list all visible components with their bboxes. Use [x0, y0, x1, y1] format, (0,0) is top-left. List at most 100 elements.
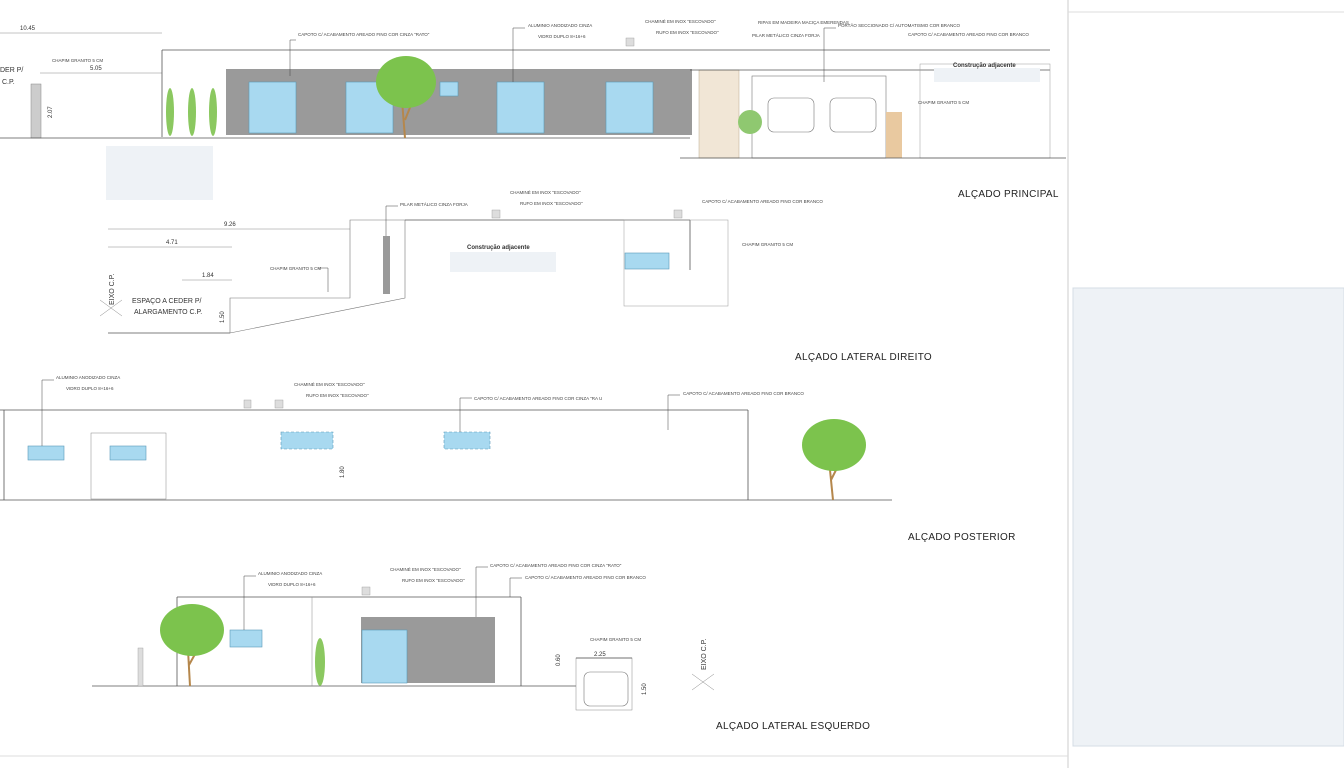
chamine-label: CHAMINÉ EM INOX "ESCOVADO" — [510, 189, 581, 195]
wall-post — [137, 647, 144, 687]
chimney-icon — [361, 586, 371, 596]
blank-panel — [106, 146, 213, 200]
rufo-label: RUFO EM INOX "ESCOVADO" — [656, 30, 719, 35]
side-wall — [229, 219, 406, 334]
chimney-icon — [243, 399, 252, 409]
ripas-label: RIPAS EM MADEIRA MACIÇA EMERENDAS — [758, 20, 849, 25]
dimension-height: 1.50 — [642, 683, 648, 695]
plant — [738, 110, 762, 134]
chamine-label: CHAMINÉ EM INOX "ESCOVADO" — [294, 381, 365, 387]
window — [624, 252, 670, 270]
window — [109, 445, 147, 461]
window — [248, 81, 297, 134]
leader-line — [318, 267, 329, 292]
pilar-label: PILAR METÁLICO CINZA FORJA — [752, 32, 820, 38]
capoto-branco-label: CAPOTO C/ ACABAMENTO AREADO FINO COR BRA… — [702, 199, 823, 204]
aluminio-label: ALUMINIO ANODIZADO CINZA — [258, 571, 322, 576]
chamine-label: CHAMINÉ EM INOX "ESCOVADO" — [645, 18, 716, 24]
leader-line — [667, 394, 680, 430]
dimension-b: 1.84 — [202, 273, 214, 279]
chapim-right-label: CHAPIM GRANITO 5 CM — [742, 242, 793, 247]
section-title-lateral-esquerdo: ALÇADO LATERAL ESQUERDO — [716, 721, 870, 732]
leader-line — [243, 575, 256, 630]
window-louvred — [443, 431, 491, 450]
dimension-partial: 5.05 — [90, 66, 102, 72]
ceder-label-2: C.P. — [2, 79, 15, 86]
chimney-icon — [491, 209, 501, 219]
ceder-label-1: ESPAÇO A CEDER P/ — [132, 298, 202, 305]
section-title-lateral-direito: ALÇADO LATERAL DIREITO — [795, 352, 932, 363]
capoto-branco-label: CAPOTO C/ ACABAMENTO AREADO FINO COR BRA… — [908, 32, 1029, 37]
chapim-right-label: CHAPIM GRANITO 5 CM — [918, 100, 969, 105]
firewood-stack — [886, 112, 902, 158]
aluminio-label: ALUMINIO ANODIZADO CINZA — [528, 23, 592, 28]
window — [229, 629, 263, 648]
annex-volume — [90, 432, 167, 500]
dimension-width: 2.25 — [594, 652, 606, 658]
chimney-icon — [673, 209, 683, 219]
axis-mark — [691, 673, 715, 691]
capoto-branco-label: CAPOTO C/ ACABAMENTO AREADO FINO COR BRA… — [525, 575, 646, 580]
rufo-label: RUFO EM INOX "ESCOVADO" — [306, 393, 369, 398]
car — [767, 97, 815, 133]
dimension-total: 10.45 — [20, 26, 36, 32]
dimension-total: 9.26 — [224, 222, 236, 228]
cypress-tree — [209, 88, 217, 136]
dimension-a: 4.71 — [166, 240, 178, 246]
car — [829, 97, 877, 133]
leader-line — [459, 397, 472, 432]
chapim-left-label: CHAPIM GRANITO 5 CM — [270, 266, 321, 271]
cypress-tree — [188, 88, 196, 136]
chimney-icon — [274, 399, 284, 409]
cypress-tree — [315, 638, 325, 686]
aluminio-label: ALUMINIO ANODIZADO CINZA — [56, 375, 120, 380]
blank-label-box — [934, 68, 1040, 82]
leader-line — [41, 379, 54, 446]
section-title-posterior: ALÇADO POSTERIOR — [908, 532, 1016, 543]
metal-pillar — [383, 236, 390, 294]
window-small — [439, 81, 459, 97]
axis-mark — [99, 299, 123, 317]
rufo-label: RUFO EM INOX "ESCOVADO" — [520, 201, 583, 206]
dimension-height: 1.80 — [340, 466, 346, 478]
capoto-ratio-label: CAPOTO C/ ACABAMENTO AREADO FINO COR CIN… — [298, 32, 430, 37]
dimension-a: 0.60 — [556, 654, 562, 666]
capoto-ratio-label: CAPOTO C/ ACABAMENTO AREADO FINO COR CIN… — [490, 563, 622, 568]
car — [583, 671, 629, 707]
leader-line — [385, 205, 398, 236]
vidro-label: VIDRO DUPLO 8+16+6 — [66, 386, 114, 391]
capoto-ratio-label: CAPOTO C/ ACABAMENTO AREADO FINO COR CIN… — [474, 396, 602, 401]
tree-canopy — [160, 604, 224, 656]
elevation-posterior: 1.80 ALUMINIO ANODIZADO CINZA VIDRO DUPL… — [0, 375, 1016, 543]
chimney-icon — [625, 37, 635, 47]
elevation-lateral-esquerdo: 2.25 0.60 1.50 EIXO C.P. ALUMINIO ANODIZ… — [92, 563, 870, 732]
blank-panel — [1072, 287, 1344, 747]
chapim-label: CHAPIM GRANITO 5 CM — [590, 637, 641, 642]
wood-slats — [698, 69, 740, 159]
wall-post — [30, 83, 42, 139]
window — [605, 81, 654, 134]
adjacent-construction-label: Construção adjacente — [953, 63, 1016, 69]
cypress-tree — [166, 88, 174, 136]
elevation-principal: 10.45 5.05 CHAPIM GRANITO 5 CM DER P/ C.… — [0, 18, 1066, 200]
window — [27, 445, 65, 461]
chamine-label: CHAMINÉ EM INOX "ESCOVADO" — [390, 566, 461, 572]
window-louvred — [280, 431, 334, 450]
adjacent-construction-label: Construção adjacente — [467, 245, 530, 251]
window — [361, 629, 408, 684]
pilar-label: PILAR METÁLICO CINZA FORJA — [400, 201, 468, 207]
portao-label: PORTÃO SECCIONADO C/ AUTOMATISMO COR BRA… — [838, 22, 961, 28]
ceder-label-2: ALARGAMENTO C.P. — [134, 309, 202, 316]
window — [496, 81, 545, 134]
dimension-height: 1.50 — [220, 311, 226, 323]
eixo-label: EIXO C.P. — [701, 639, 708, 670]
leader-line — [289, 39, 296, 76]
vidro-label: VIDRO DUPLO 8+16+6 — [268, 582, 316, 587]
vidro-label: VIDRO DUPLO 8+16+6 — [538, 34, 586, 39]
chapim-label: CHAPIM GRANITO 5 CM — [52, 58, 103, 63]
leader-line — [509, 577, 522, 597]
tree-canopy — [802, 419, 866, 471]
eixo-label: EIXO C.P. — [109, 274, 116, 305]
section-title-principal: ALÇADO PRINCIPAL — [958, 189, 1059, 200]
